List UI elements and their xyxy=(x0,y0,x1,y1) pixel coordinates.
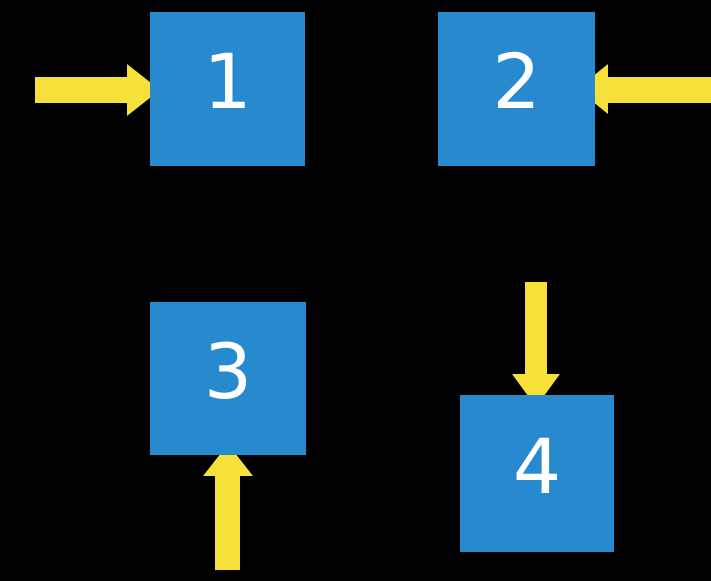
arrow-up-shaft xyxy=(215,476,240,570)
box-3-label: 3 xyxy=(203,326,253,416)
box-2-label: 2 xyxy=(492,37,541,126)
box-1-label: 1 xyxy=(203,37,252,126)
numbered-box-2: 2 xyxy=(438,12,595,166)
arrow-right-shaft xyxy=(35,77,127,103)
numbered-box-3: 3 xyxy=(150,302,306,455)
numbered-box-4: 4 xyxy=(460,395,614,552)
arrow-down-shaft xyxy=(525,282,547,374)
numbered-box-1: 1 xyxy=(150,12,305,166)
box-4-label: 4 xyxy=(512,421,562,511)
arrow-left-shaft xyxy=(608,77,711,103)
